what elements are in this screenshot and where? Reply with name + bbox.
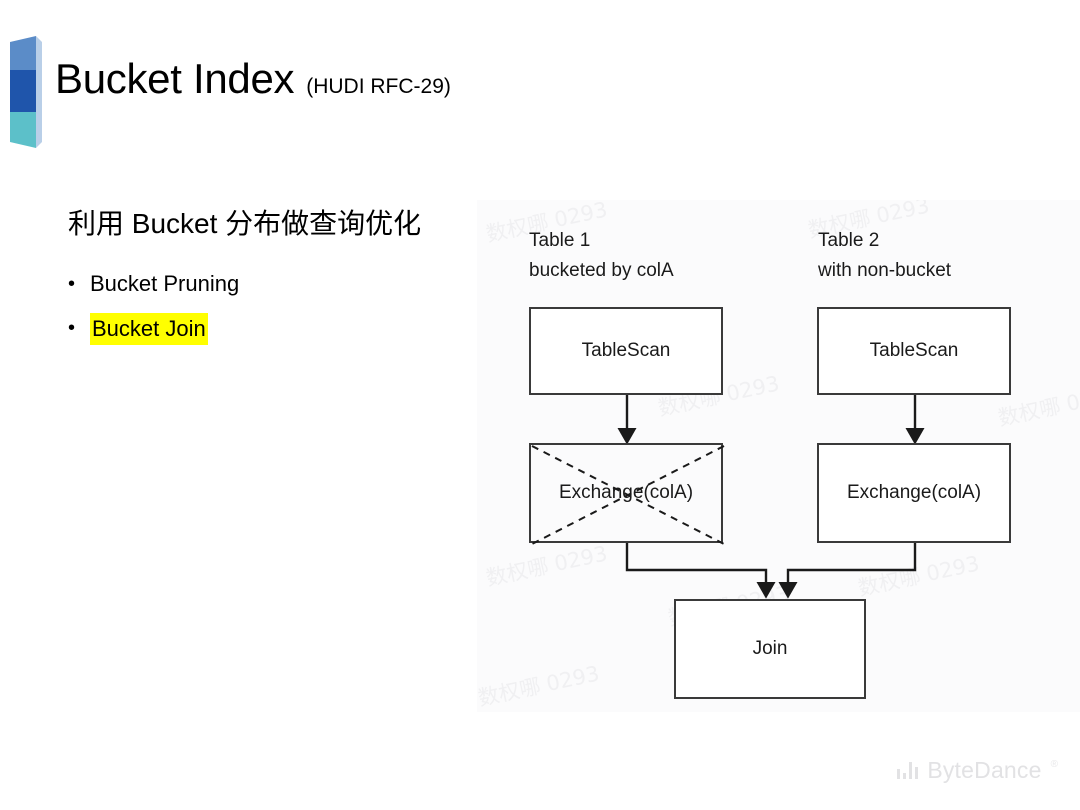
node-tablescan-right: TableScan [817,307,1011,395]
left-content-column: 利用 Bucket 分布做查询优化 • Bucket Pruning • Buc… [68,205,448,359]
diagram-caption-table1-line2: bucketed by colA [529,260,674,281]
node-exchange-left-crossed-out: Exchange(colA) [529,443,725,545]
query-plan-diagram: 数权哪 0293 数权哪 0293 数权哪 0293 数权哪 0293 数权哪 … [477,200,1080,712]
bullet-label-bucket-join: Bucket Join [90,312,208,345]
lead-statement: 利用 Bucket 分布做查询优化 [68,208,422,239]
page-title-subtitle: (HUDI RFC-29) [306,75,451,98]
node-tablescan-left: TableScan [529,307,723,395]
list-item: • Bucket Pruning [68,269,448,299]
bullet-dot-icon: • [68,316,76,339]
node-join: Join [674,599,866,699]
bar-chart-icon [896,762,919,779]
node-exchange-left-label: Exchange(colA) [558,482,694,503]
bullet-list: • Bucket Pruning • Bucket Join [68,269,448,345]
bullet-label-bucket-pruning: Bucket Pruning [90,270,240,296]
diagram-caption-table2-line1: Table 2 [818,230,880,251]
diagram-caption-table1-line1: Table 1 [529,230,591,251]
page-title: Bucket Index (HUDI RFC-29) [55,58,451,100]
node-exchange-right: Exchange(colA) [817,443,1011,543]
trademark-symbol: ® [1050,759,1058,770]
brand-name: ByteDance [927,757,1042,783]
bytedance-logo: ByteDance ® [896,757,1058,784]
brand-ribbon-icon [4,36,44,148]
bullet-dot-icon: • [68,272,76,295]
list-item: • Bucket Join [68,312,448,345]
connector-layer [617,395,925,599]
diagram-caption-table2-line2: with non-bucket [818,260,952,281]
page-title-main: Bucket Index [55,55,295,102]
